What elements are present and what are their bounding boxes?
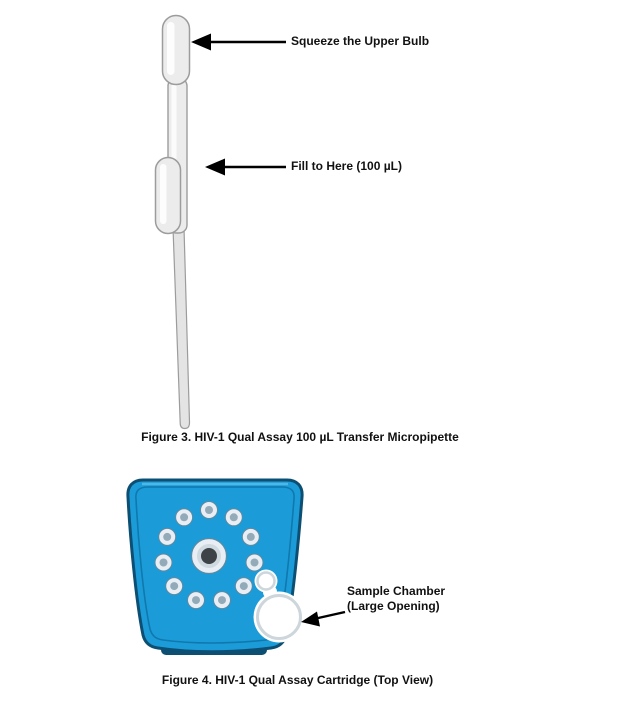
- figure3-caption: Figure 3. HIV-1 Qual Assay 100 µL Transf…: [141, 430, 459, 444]
- squeeze-callout-arrow-icon: [191, 33, 286, 51]
- squeeze-upper-bulb-label: Squeeze the Upper Bulb: [291, 34, 430, 48]
- sample-chamber-label-line1: Sample Chamber: [347, 584, 446, 598]
- sample-chamber-opening: [253, 569, 305, 643]
- pipette-illustration: [154, 14, 191, 430]
- cartridge-center-hub: [190, 537, 228, 575]
- cartridge-tube-wells: [154, 501, 264, 610]
- figure4-caption: Figure 4. HIV-1 Qual Assay Cartridge (To…: [161, 673, 434, 687]
- sample-chamber-callout-arrow-icon: [301, 610, 346, 627]
- fill-callout-arrow-icon: [205, 158, 286, 176]
- sample-chamber-label-line2: (Large Opening): [347, 599, 440, 613]
- cartridge-illustration: [126, 478, 305, 655]
- fill-to-here-label: Fill to Here (100 µL): [291, 159, 402, 173]
